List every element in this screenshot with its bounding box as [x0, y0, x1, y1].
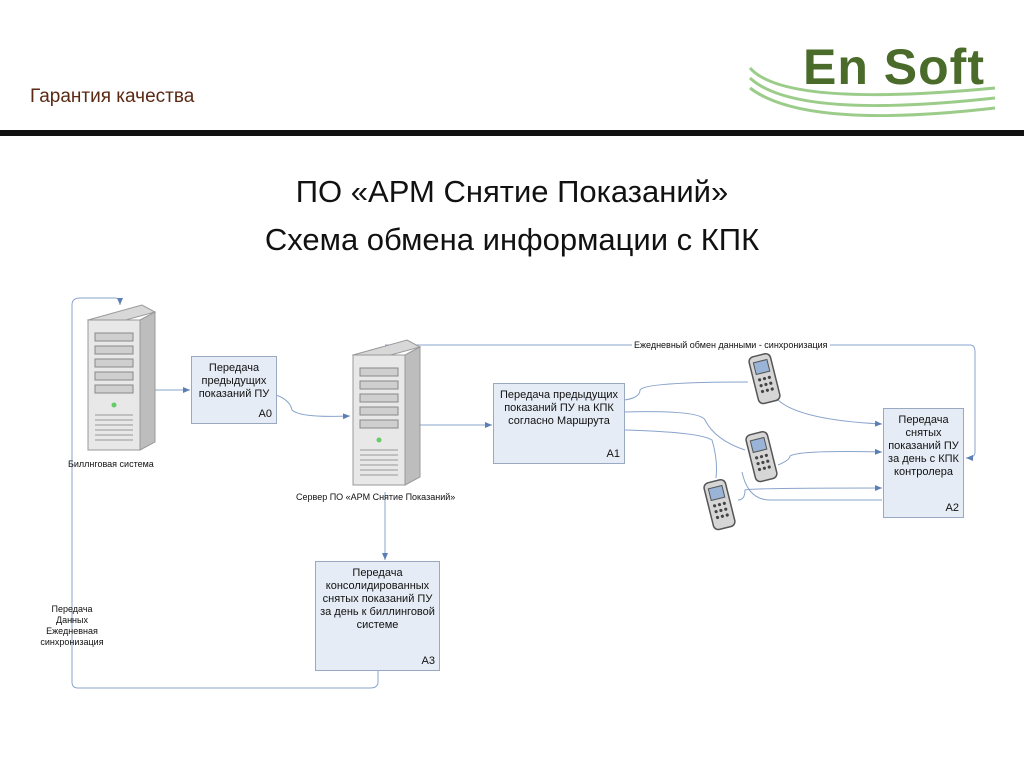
process-box-a0: Передача предыдущих показаний ПУ А0 — [191, 356, 277, 424]
billing-server-icon — [86, 304, 157, 451]
page-title-line2: Схема обмена информации с КПК — [264, 222, 760, 257]
edge-server-sync — [385, 344, 976, 461]
edge-a1-phone2 — [623, 411, 746, 451]
edge-a1-phone3 — [623, 429, 717, 479]
process-box-a0-text: Передача предыдущих показаний ПУ — [198, 362, 270, 400]
edge-phone3-a2 — [737, 485, 883, 501]
process-box-a3-id: А3 — [421, 655, 435, 667]
edge-a0-server — [275, 394, 351, 420]
main-server-icon — [351, 339, 422, 486]
edge-a3-billing — [71, 297, 379, 689]
left-loop-label: Передача Данных Ежедневная синхронизация — [40, 604, 104, 647]
process-box-a2-id: А2 — [945, 502, 959, 514]
sync-daily-label: Ежедневный обмен данными - синхронизация — [632, 340, 830, 350]
process-box-a2: Передача снятых показаний ПУ за день с К… — [883, 408, 964, 518]
edge-a1-phone1 — [623, 381, 749, 401]
process-box-a2-text: Передача снятых показаний ПУ за день с К… — [888, 414, 959, 478]
process-box-a3-text: Передача консолидированных снятых показа… — [320, 567, 435, 631]
en-soft-logo: En Soft — [745, 38, 1005, 118]
phone-icon-1 — [748, 352, 781, 405]
edge-phone2-a2 — [777, 448, 883, 466]
server-label: Сервер ПО «АРМ Снятие Показаний» — [296, 492, 456, 502]
process-box-a3: Передача консолидированных снятых показа… — [315, 561, 440, 671]
process-box-a0-id: А0 — [258, 408, 272, 420]
header-divider — [0, 130, 1024, 136]
phone-icon-3 — [703, 478, 736, 531]
page-title-line1: ПО «АРМ Снятие Показаний» — [295, 174, 729, 209]
process-box-a1-text: Передача предыдущих показаний ПУ на КПК … — [499, 389, 619, 427]
section-label: Гарантия качества — [30, 86, 195, 107]
phone-icon-2 — [745, 430, 778, 483]
logo-text: En Soft — [803, 39, 985, 95]
edge-phone1-a2 — [777, 399, 883, 427]
billing-system-label: Биллнговая система — [68, 459, 154, 469]
edge-phone-cross — [741, 471, 882, 501]
process-box-a1-id: А1 — [606, 448, 620, 460]
process-box-a1: Передача предыдущих показаний ПУ на КПК … — [493, 383, 625, 464]
